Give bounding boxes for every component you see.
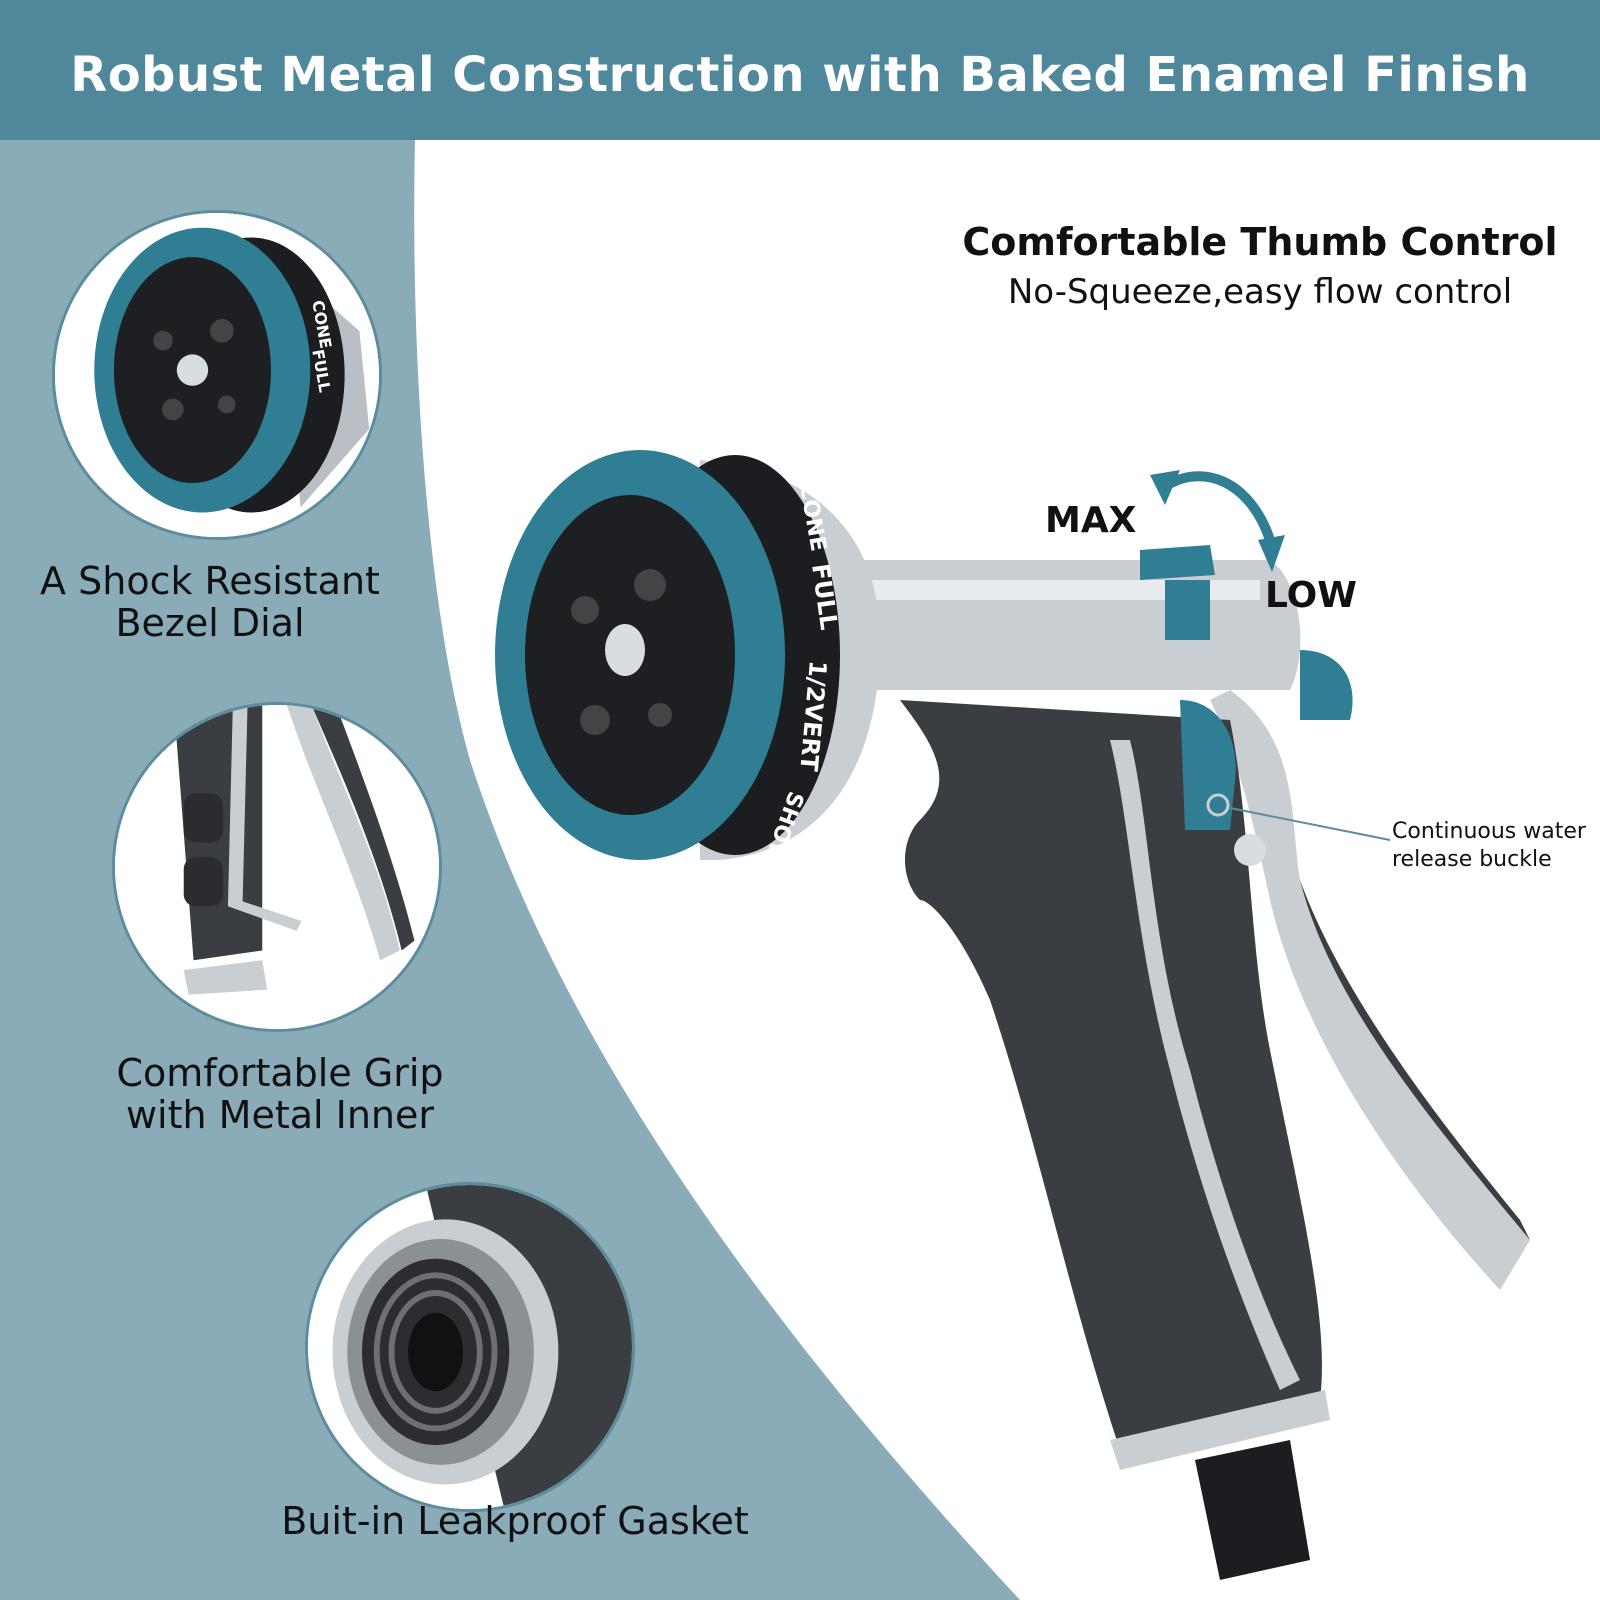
inset-gasket: [305, 1182, 635, 1512]
thumb-control-title: Comfortable Thumb Control: [962, 220, 1558, 264]
caption-bezel-line1: A Shock Resistant: [40, 559, 380, 603]
flow-arrow-icon: [1157, 471, 1275, 542]
inset-grip: [112, 702, 442, 1032]
caption-grip: Comfortable Grip with Metal Inner: [90, 1052, 470, 1136]
thumb-control-subtitle: No-Squeeze,easy flow control: [1007, 272, 1513, 312]
caption-bezel-line2: Bezel Dial: [115, 601, 305, 645]
buckle-label-line1: Continuous water: [1392, 819, 1586, 844]
release-buckle: [1180, 700, 1236, 830]
max-label: MAX: [1045, 500, 1137, 541]
buckle-label-line2: release buckle: [1392, 847, 1552, 872]
buckle-label: Continuous water release buckle: [1392, 818, 1592, 874]
bezel-dial-image: CONE FULL: [55, 213, 379, 537]
grip-image: [115, 705, 439, 1029]
low-label: LOW: [1265, 575, 1357, 616]
banner-title: Robust Metal Construction with Baked Ena…: [70, 47, 1530, 103]
buckle-pointer-line: [1229, 807, 1391, 841]
caption-grip-line1: Comfortable Grip: [116, 1051, 444, 1095]
hose-connector: [1195, 1440, 1310, 1580]
caption-grip-line2: with Metal Inner: [125, 1093, 435, 1137]
caption-gasket-line1: Buit-in Leakproof Gasket: [281, 1499, 749, 1543]
nozzle-barrel: [830, 560, 1301, 690]
thumb-control: [1140, 545, 1215, 580]
gasket-image: [308, 1185, 632, 1509]
caption-gasket: Buit-in Leakproof Gasket: [255, 1500, 775, 1542]
trigger-lever: [1210, 690, 1530, 1290]
handle-grip: [900, 700, 1322, 1450]
inset-bezel-dial: CONE FULL: [52, 210, 382, 540]
caption-bezel-dial: A Shock Resistant Bezel Dial: [20, 560, 400, 644]
title-banner: [0, 0, 1600, 140]
